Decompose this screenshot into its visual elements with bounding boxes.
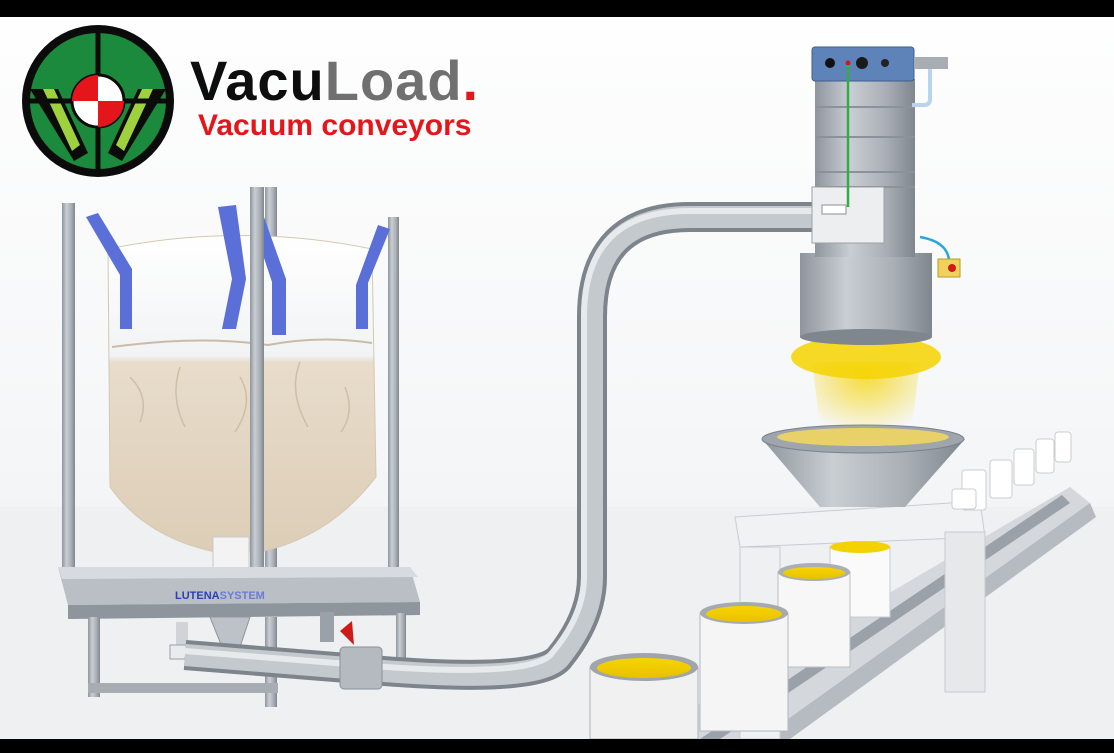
bucket xyxy=(777,563,851,668)
frame-maker-label: LUTENASYSTEM xyxy=(175,590,265,602)
brand-block: VacuLoad. Vacuum conveyors xyxy=(190,51,479,143)
bucket xyxy=(589,653,699,739)
brand-title: VacuLoad. xyxy=(190,51,479,111)
brand-name-dot: . xyxy=(462,49,480,112)
brand-tagline: Vacuum conveyors xyxy=(198,109,472,142)
bucket xyxy=(699,602,789,732)
vacuum-receiver xyxy=(791,46,961,442)
vacuload-logo-icon xyxy=(22,25,174,177)
bulk-bag-station: LUTENASYSTEM xyxy=(58,187,420,707)
conveyor-scene: LUTENASYSTEM xyxy=(0,17,1114,739)
brand-name-part2: Load xyxy=(324,49,463,112)
letterbox-bottom xyxy=(0,739,1114,753)
conveying-pipe xyxy=(183,202,812,690)
letterbox-top xyxy=(0,0,1114,17)
scene-illustration: LUTENASYSTEM xyxy=(0,25,1114,739)
brand-name-part1: Vacu xyxy=(190,49,325,112)
